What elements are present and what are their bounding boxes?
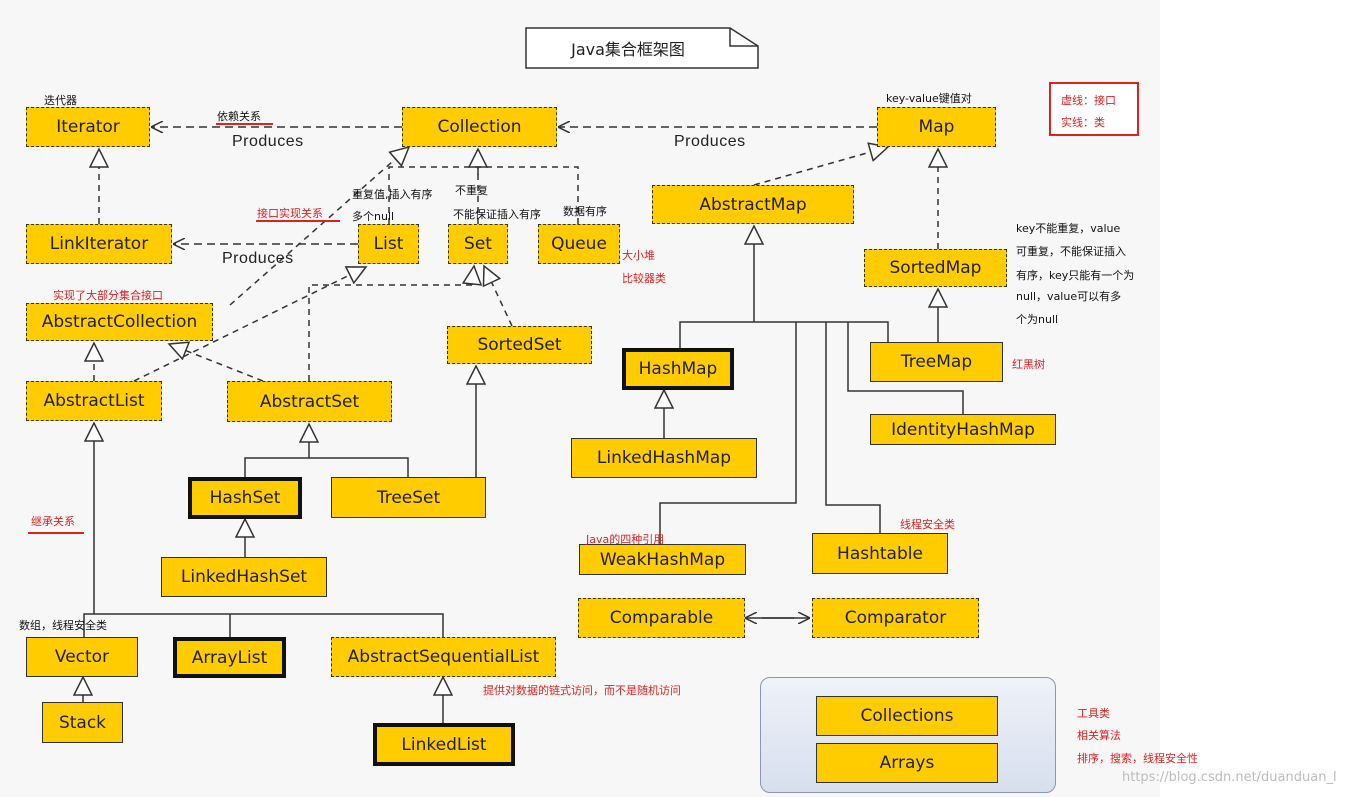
node-tree-map: TreeMap	[870, 342, 1003, 382]
note-java-refs: Java的四种引用	[586, 533, 665, 546]
node-linked-list: LinkedList	[373, 723, 515, 766]
legend-dashed: 虚线：接口	[1061, 94, 1116, 107]
node-map: Map	[877, 107, 996, 147]
node-abstract-sequential-list: AbstractSequentialList	[331, 637, 556, 677]
note-thread-safe: 线程安全类	[900, 518, 955, 531]
produces-label-map: Produces	[674, 133, 746, 150]
watermark: https://blog.csdn.net/duanduan_l	[1122, 770, 1337, 785]
legend-solid: 实线：类	[1061, 116, 1105, 129]
note-queue: 数据有序	[563, 205, 607, 218]
node-linked-hash-set: LinkedHashSet	[161, 557, 327, 597]
note-sortedmap-4: null，value可以有多	[1016, 290, 1122, 303]
node-abstract-collection: AbstractCollection	[26, 303, 213, 341]
node-collection: Collection	[402, 107, 557, 147]
legend-box: 虚线：接口 实线：类	[1049, 82, 1139, 136]
underline-dependency	[216, 123, 273, 125]
node-queue: Queue	[538, 224, 620, 264]
node-hashtable: Hashtable	[812, 533, 948, 574]
node-arrays: Arrays	[816, 743, 998, 783]
node-set: Set	[448, 224, 508, 264]
note-linked-access: 提供对数据的链式访问，而不是随机访问	[483, 684, 681, 697]
underline-inheritance	[28, 532, 84, 534]
note-abstract-collection: 实现了大部分集合接口	[53, 289, 163, 302]
note-tools-3: 排序，搜索，线程安全性	[1077, 752, 1198, 765]
node-stack: Stack	[42, 702, 123, 743]
note-inheritance: 继承关系	[31, 515, 75, 528]
note-sortedmap-2: 可重复，不能保证插入	[1016, 245, 1126, 258]
node-array-list: ArrayList	[173, 637, 286, 678]
note-tools-1: 工具类	[1077, 707, 1110, 720]
note-tools-2: 相关算法	[1077, 729, 1121, 742]
node-list: List	[358, 224, 419, 264]
note-iterator: 迭代器	[44, 94, 77, 107]
note-interface-impl: 接口实现关系	[257, 207, 323, 220]
note-sortedmap-1: key不能重复，value	[1016, 222, 1121, 235]
node-tree-set: TreeSet	[331, 477, 486, 518]
diagram-title: Java集合框架图	[571, 40, 685, 59]
note-set-2: 不能保证插入有序	[453, 208, 541, 221]
node-abstract-map: AbstractMap	[652, 185, 854, 224]
note-set-1: 不重复	[455, 184, 488, 197]
note-list-1: 重复值,插入有序	[352, 188, 433, 201]
node-sorted-set: SortedSet	[447, 326, 592, 364]
node-weak-hash-map: WeakHashMap	[579, 544, 746, 575]
node-identity-hash-map: IdentityHashMap	[870, 414, 1056, 445]
note-comparator-class: 比较器类	[622, 272, 666, 285]
node-link-iterator: LinkIterator	[26, 224, 172, 264]
note-sortedmap-3: 有序，key只能有一个为	[1016, 269, 1135, 282]
note-dependency: 依赖关系	[217, 110, 261, 123]
node-linked-hash-map: LinkedHashMap	[571, 438, 757, 478]
node-comparable: Comparable	[578, 598, 745, 638]
node-iterator: Iterator	[26, 107, 150, 147]
produces-label-iterator: Produces	[232, 133, 304, 150]
note-heap: 大小堆	[622, 249, 655, 262]
node-sorted-map: SortedMap	[864, 249, 1007, 287]
produces-label-list: Produces	[222, 250, 294, 267]
node-abstract-set: AbstractSet	[227, 381, 392, 422]
node-vector: Vector	[26, 637, 138, 677]
note-red-black-tree: 红黑树	[1012, 358, 1045, 371]
note-list-2: 多个null	[352, 210, 395, 223]
node-hash-set: HashSet	[188, 477, 302, 519]
note-sortedmap-5: 个为null	[1016, 313, 1059, 326]
node-collections: Collections	[816, 696, 998, 736]
node-abstract-list: AbstractList	[26, 381, 162, 421]
underline-interface-impl	[256, 220, 340, 222]
node-comparator: Comparator	[812, 598, 979, 638]
note-key-value: key-value键值对	[886, 92, 972, 105]
node-hash-map: HashMap	[622, 348, 734, 390]
note-vector: 数组，线程安全类	[19, 619, 107, 632]
